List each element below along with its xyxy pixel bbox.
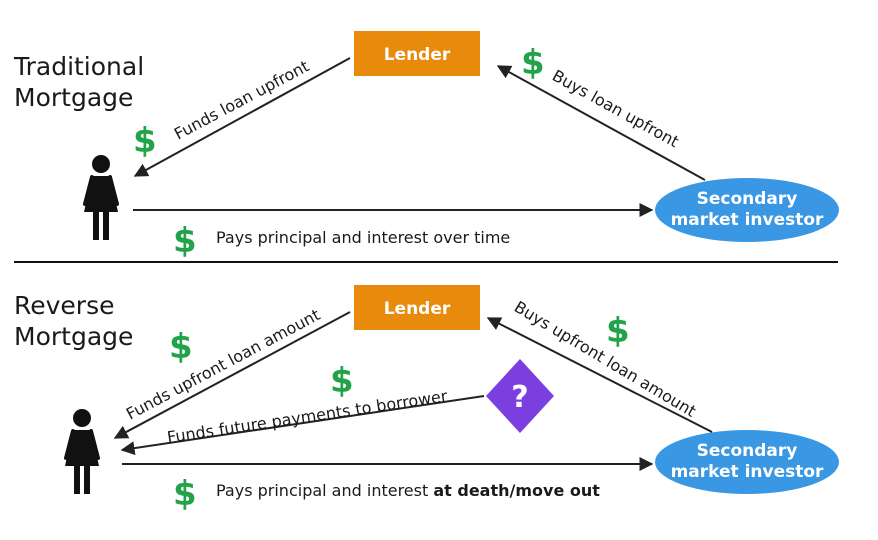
traditional-investor-ellipse <box>655 178 839 242</box>
reverse-lender-label: Lender <box>384 299 451 319</box>
reverse-title-line1: Reverse <box>14 291 115 320</box>
reverse-pays-dollar-icon: $ <box>173 474 197 514</box>
traditional-buys-label: Buys loan upfront <box>549 66 682 151</box>
reverse-pays-label-bold: at death/move out <box>433 481 600 500</box>
reverse-funds-dollar-icon: $ <box>169 327 193 367</box>
traditional-funds-dollar-icon: $ <box>133 121 157 161</box>
reverse-investor-line1: Secondary <box>697 441 798 461</box>
traditional-pays-label: Pays principal and interest over time <box>216 228 510 247</box>
reverse-buys-dollar-icon: $ <box>606 311 630 351</box>
traditional-title-line1: Traditional <box>13 52 144 81</box>
traditional-funds-arrow <box>133 57 351 177</box>
reverse-investor-line2: market investor <box>671 462 824 482</box>
traditional-borrower-person-icon <box>82 153 120 242</box>
traditional-buys-arrow <box>496 65 706 181</box>
traditional-lender-label: Lender <box>384 45 451 65</box>
reverse-buys-arrow <box>486 317 713 433</box>
question-mark: ? <box>511 380 528 415</box>
reverse-future-dollar-icon: $ <box>330 361 354 401</box>
traditional-title-line2: Mortgage <box>14 83 133 112</box>
reverse-future-arrow <box>120 395 485 456</box>
traditional-funds-label: Funds loan upfront <box>171 56 312 143</box>
reverse-future-label: Funds future payments to borrower <box>166 386 449 447</box>
traditional-pays-dollar-icon: $ <box>173 221 197 261</box>
traditional-buys-dollar-icon: $ <box>521 43 545 83</box>
reverse-title-line2: Mortgage <box>14 322 133 351</box>
question-diamond-icon <box>486 359 554 433</box>
reverse-funds-label: Funds upfront loan amount <box>123 305 323 423</box>
reverse-lender-box <box>354 285 480 330</box>
reverse-pays-label: Pays principal and interest at death/mov… <box>216 481 600 500</box>
reverse-borrower-person-icon <box>63 407 101 496</box>
traditional-investor-line2: market investor <box>671 210 824 230</box>
reverse-funds-arrow <box>113 311 351 439</box>
traditional-lender-box <box>354 31 480 76</box>
reverse-pays-label-plain: Pays principal and interest <box>216 481 433 500</box>
reverse-investor-ellipse <box>655 430 839 494</box>
traditional-investor-line1: Secondary <box>697 189 798 209</box>
